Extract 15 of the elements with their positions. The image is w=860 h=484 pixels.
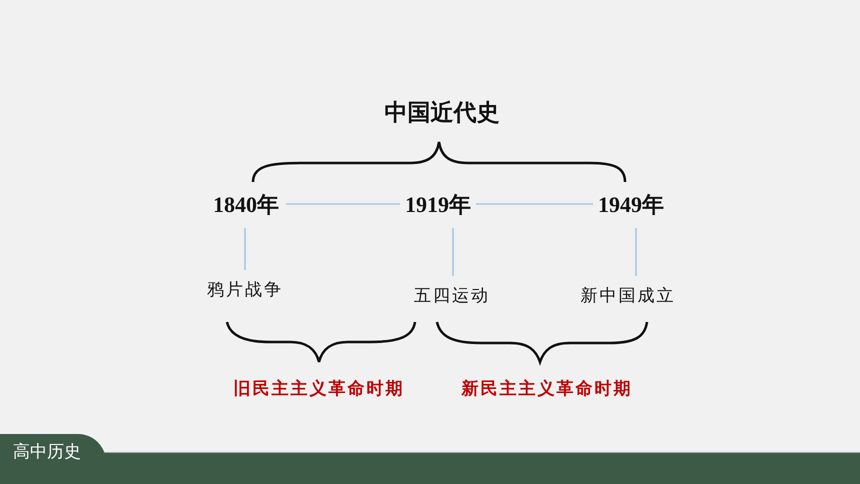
- period-label: 新民主主义革命时期: [460, 378, 634, 400]
- event-text: 五四运动: [405, 284, 499, 308]
- year-text: 1919年: [400, 190, 476, 218]
- year-text: 1949年: [593, 190, 669, 218]
- connector-line: [635, 228, 637, 276]
- period-label: 旧民主主义革命时期: [232, 378, 406, 400]
- connector-line: [244, 228, 246, 270]
- event-text: 鸦片战争: [196, 278, 294, 302]
- connector-line: [286, 203, 400, 205]
- event-text: 新中国成立: [570, 284, 686, 308]
- year-text: 1840年: [206, 190, 286, 218]
- connector-line: [476, 203, 593, 205]
- diagram-title: 中国近代史: [384, 98, 500, 127]
- footer-text: 高中历史: [13, 441, 81, 463]
- connector-line: [452, 228, 454, 276]
